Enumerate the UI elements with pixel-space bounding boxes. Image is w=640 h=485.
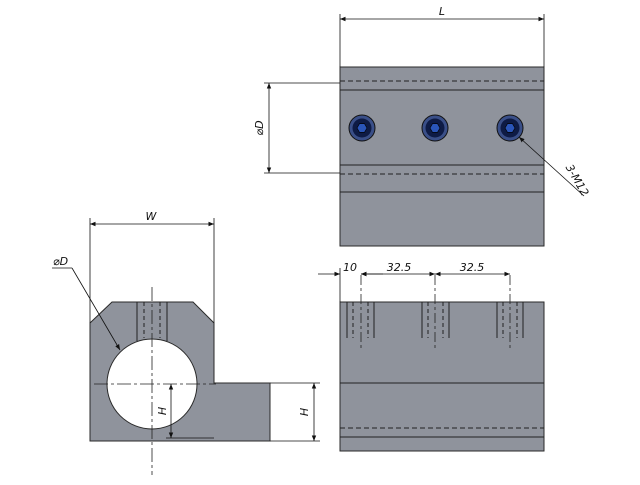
side-slot-3 [496, 302, 524, 338]
width-label: W [146, 210, 158, 223]
diameter-label-front: ⌀D [53, 255, 68, 268]
side-slot-2 [421, 302, 450, 338]
side-slot-1 [346, 302, 375, 338]
diameter-label-top: ⌀D [253, 120, 266, 135]
top-view-body [339, 66, 545, 247]
pitch-1-label: 32.5 [387, 261, 412, 274]
offset-edge-label: 10 [343, 261, 357, 274]
side-view: 10 32.5 32.5 [318, 261, 545, 452]
screw-head-3 [496, 114, 524, 142]
screw-head-2 [421, 114, 449, 142]
pitch-dimensions: 10 32.5 32.5 [318, 261, 510, 302]
width-dimension: W [89, 210, 215, 323]
diameter-dimension-top: ⌀D [253, 82, 340, 174]
top-view: L ⌀D 3-M12 [253, 5, 591, 247]
length-dimension: L [339, 5, 545, 67]
height-dimension-outer: H [270, 382, 320, 442]
front-view: W ⌀D H H [52, 210, 320, 475]
height-dimension-inner: H [156, 384, 214, 439]
height-label-outer: H [298, 408, 311, 416]
slot-center-lines [360, 275, 511, 350]
screw-head-1 [348, 114, 376, 142]
length-label: L [439, 5, 445, 18]
height-label-inner: H [156, 407, 169, 415]
side-view-body [339, 301, 545, 452]
diameter-callout-front: ⌀D [52, 255, 121, 351]
pitch-2-label: 32.5 [460, 261, 485, 274]
